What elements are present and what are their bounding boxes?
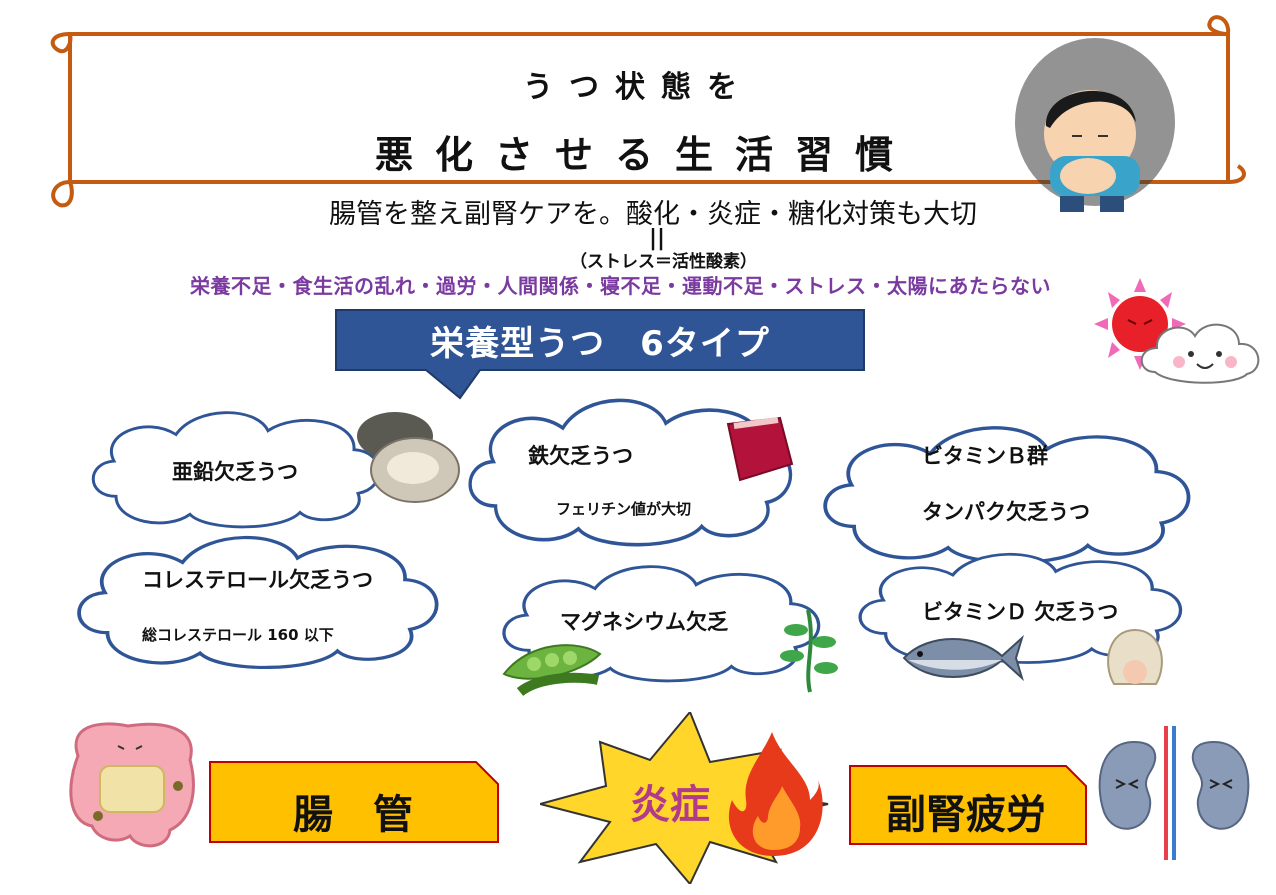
cloud-vitb-title: ビタミンＢ群 xyxy=(922,444,1048,468)
title-line-2: 悪化させる生活習慣 xyxy=(374,133,915,177)
gut-label: 腸 管 xyxy=(293,791,413,838)
callout-label: 栄養型うつ 6タイプ xyxy=(430,324,770,364)
cloud-face-icon xyxy=(1140,323,1260,384)
meat-icon xyxy=(726,416,794,482)
sun-icon xyxy=(1094,278,1186,370)
cloud-cholesterol xyxy=(77,535,439,670)
inflammation-label: 炎症 xyxy=(630,781,710,828)
cloud-chol-title: コレステロール欠乏うつ xyxy=(142,568,373,592)
intestine-icon xyxy=(69,722,195,848)
cloud-iron-sub: フェリチン値が大切 xyxy=(556,500,692,518)
cloud-chol-sub: 総コレステロール 160 以下 xyxy=(142,626,334,644)
peas-icon xyxy=(502,644,602,697)
stress-note: （ストレス＝活性酸素） xyxy=(570,252,757,272)
kidneys-icon xyxy=(1098,726,1250,860)
cloud-iron-title: 鉄欠乏うつ xyxy=(528,444,633,468)
cloud-mg-title: マグネシウム欠乏 xyxy=(560,610,728,634)
title-scroll xyxy=(50,15,1246,208)
equals-mark: || xyxy=(649,226,666,251)
oyster-icon xyxy=(357,412,460,503)
cloud-vitb-sub: タンパク欠乏うつ xyxy=(922,500,1090,524)
adrenal-box xyxy=(849,765,1087,845)
depressed-boy-icon xyxy=(1015,38,1175,212)
subtitle: 腸管を整え副腎ケアを。酸化・炎症・糖化対策も大切 xyxy=(329,199,977,230)
title-line-1: うつ状態を xyxy=(523,70,753,105)
type-callout xyxy=(335,309,865,400)
fire-icon xyxy=(728,732,823,856)
causes-list: 栄養不足・食生活の乱れ・過労・人間関係・寝不足・運動不足・ストレス・太陽にあたら… xyxy=(190,274,1051,298)
cloud-vitd-title: ビタミンＤ 欠乏うつ xyxy=(922,600,1119,624)
tuna-icon xyxy=(902,634,1024,682)
seaweed-icon xyxy=(780,609,838,693)
scallop-icon xyxy=(1107,628,1163,685)
cloud-zinc-title: 亜鉛欠乏うつ xyxy=(172,460,298,484)
adrenal-label: 副腎疲労 xyxy=(886,791,1046,838)
gut-box xyxy=(209,761,499,843)
